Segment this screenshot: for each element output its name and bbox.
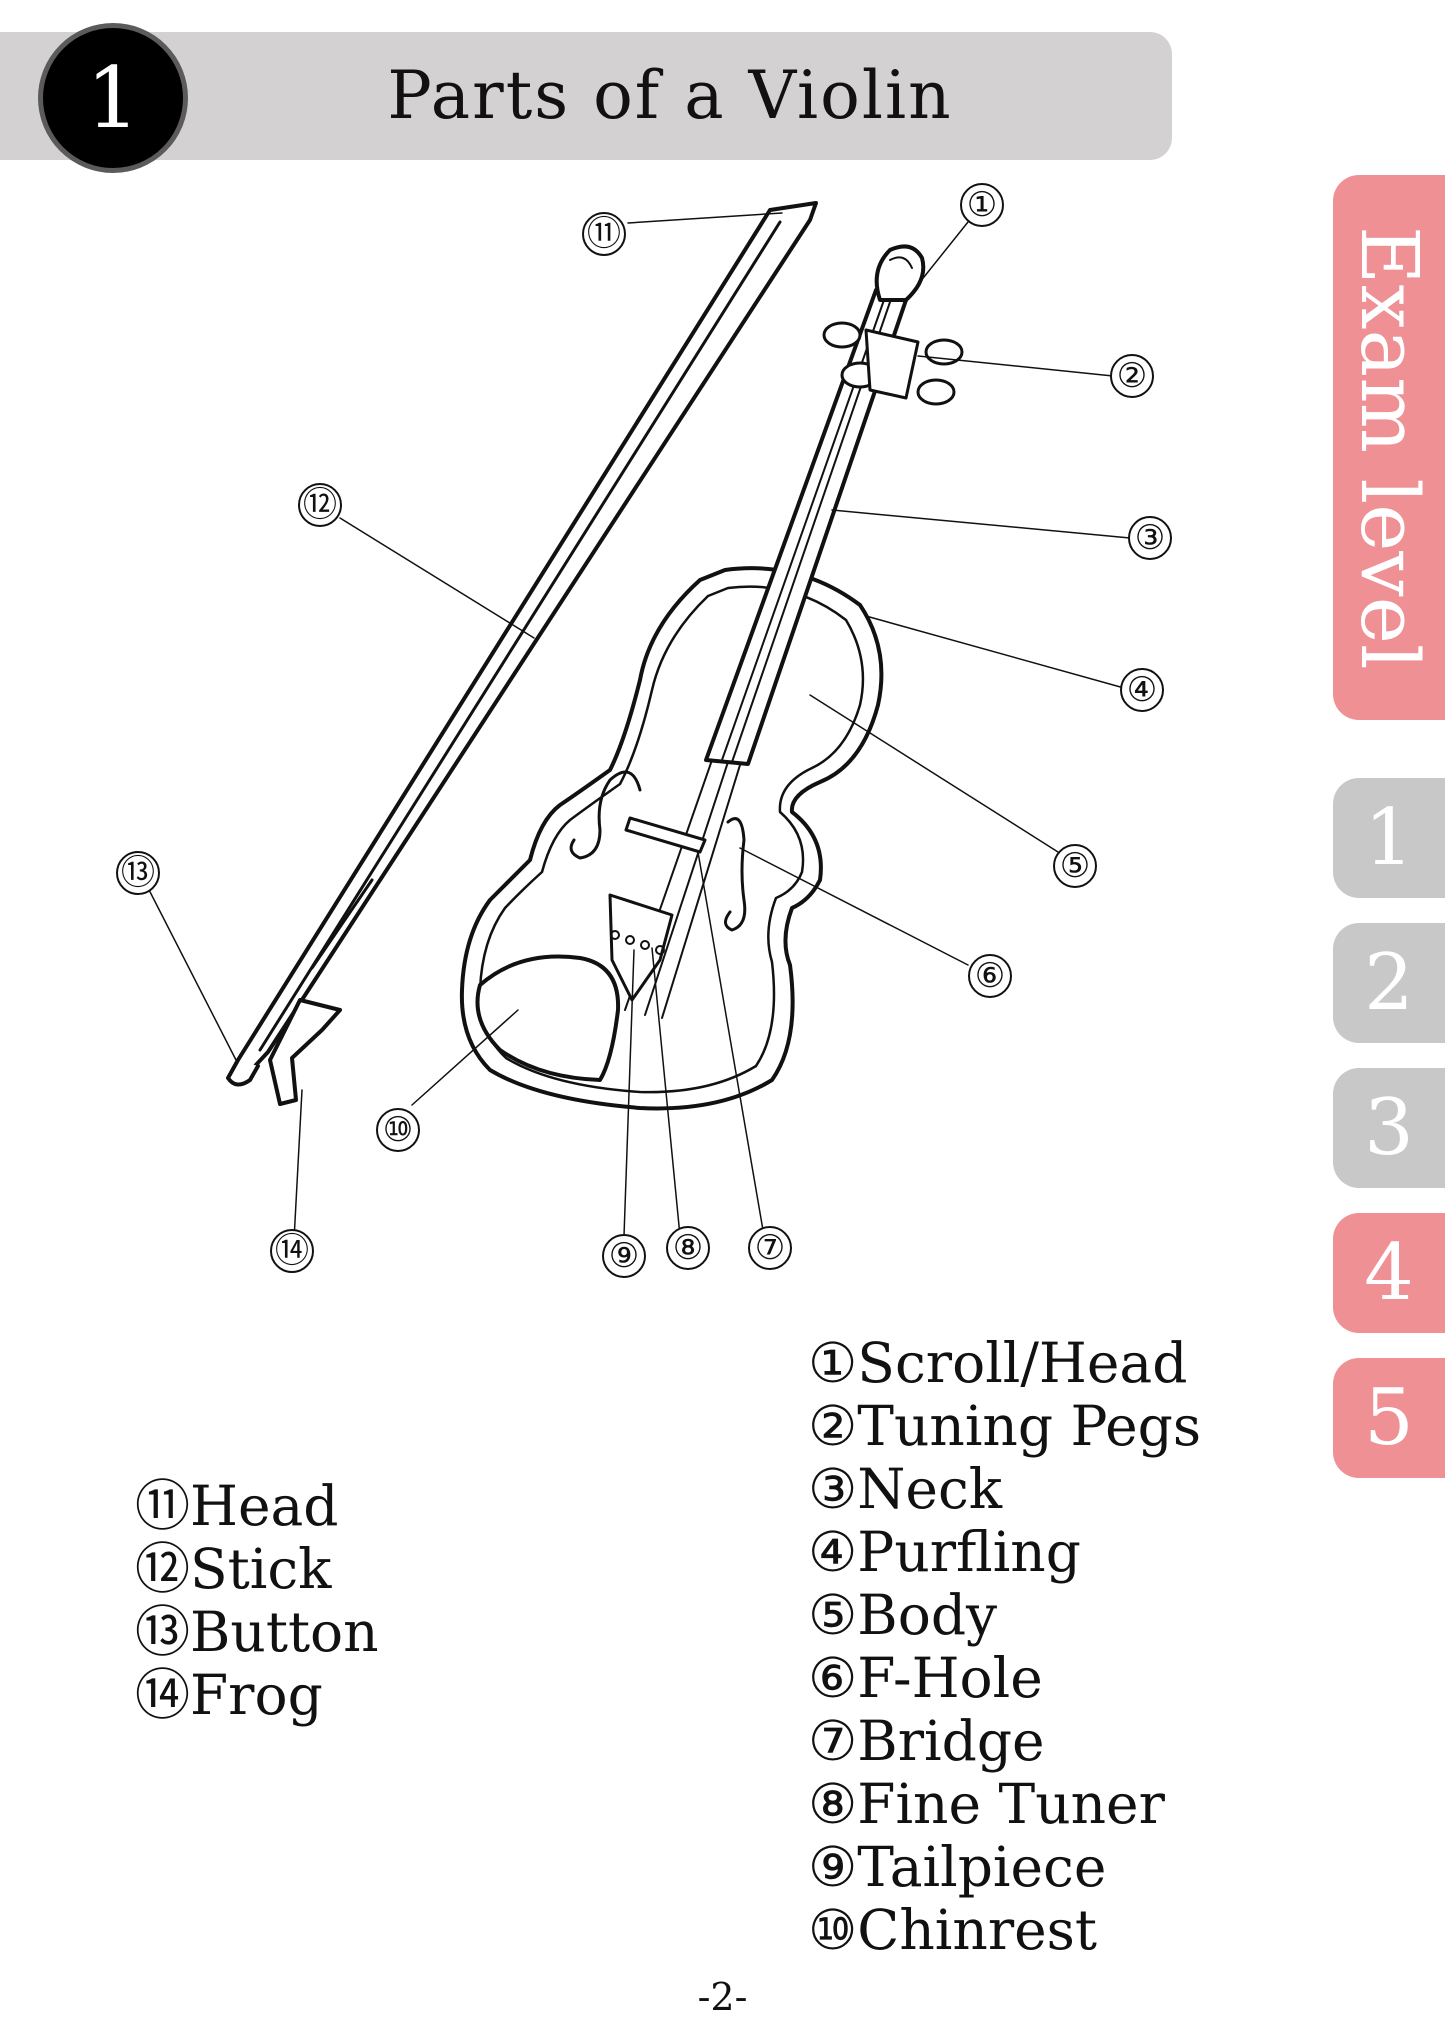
tab-level-3[interactable]: 3 — [1333, 1068, 1445, 1188]
callout-ring-1 — [960, 183, 1004, 227]
callout-10: ⑩ — [383, 1110, 413, 1150]
callout-9: ⑨ — [609, 1236, 639, 1276]
callout-8: ⑧ — [673, 1228, 703, 1268]
tab-level-4[interactable]: 4 — [1333, 1213, 1445, 1333]
page-title: Parts of a Violin — [387, 57, 953, 134]
list-item: ⑬Button — [135, 1600, 379, 1664]
callout-ring-13 — [116, 851, 160, 895]
bow-parts-list: ⑪Head ⑫Stick ⑬Button ⑭Frog — [135, 1475, 379, 1727]
tab-level-1[interactable]: 1 — [1333, 778, 1445, 898]
list-item: ⑧Fine Tuner — [808, 1772, 1165, 1836]
callout-3: ③ — [1135, 518, 1165, 558]
list-item: ⑫Stick — [135, 1537, 332, 1601]
callout-ring-2 — [1110, 354, 1154, 398]
violin-illustration — [459, 244, 964, 1111]
list-item: ⑩Chinrest — [808, 1898, 1097, 1962]
callout-ring-5 — [1053, 844, 1097, 888]
callout-12: ⑫ — [303, 485, 337, 525]
tab-level-5[interactable]: 5 — [1333, 1358, 1445, 1478]
tab-exam-level-label: Exam level — [1343, 225, 1436, 670]
violin-parts-list: ①Scroll/Head ②Tuning Pegs ③Neck ④Purflin… — [808, 1332, 1201, 1962]
callout-1: ① — [967, 185, 997, 225]
chapter-badge — [38, 23, 188, 173]
callout-ring-14 — [270, 1229, 314, 1273]
list-item: ⑭Frog — [135, 1663, 323, 1727]
callout-7: ⑦ — [755, 1228, 785, 1268]
list-item: ⑪Head — [135, 1474, 339, 1538]
tab-level-2[interactable]: 2 — [1333, 923, 1445, 1043]
title-bar — [0, 32, 1172, 160]
callout-ring-12 — [298, 483, 342, 527]
callout-ring-9 — [602, 1234, 646, 1278]
list-item: ⑤Body — [808, 1583, 998, 1647]
list-item: ④Purfling — [808, 1520, 1081, 1584]
list-item: ⑦Bridge — [808, 1709, 1045, 1773]
list-item: ⑨Tailpiece — [808, 1835, 1107, 1899]
callout-ring-11 — [582, 212, 626, 256]
callout-6: ⑥ — [975, 956, 1005, 996]
chapter-number: 1 — [86, 49, 140, 147]
list-item: ①Scroll/Head — [808, 1331, 1188, 1395]
page-number: -2- — [697, 1975, 748, 2019]
callout-4: ④ — [1127, 670, 1157, 710]
callout-ring-3 — [1128, 516, 1172, 560]
callout-ring-7 — [748, 1226, 792, 1270]
violin-diagram: ① ② ③ ④ ⑤ ⑥ ⑦ ⑧ ⑨ ⑩ ⑪ ⑫ ⑬ ⑭ — [116, 183, 1172, 1278]
callout-5: ⑤ — [1060, 846, 1090, 886]
callout-ring-8 — [666, 1226, 710, 1270]
callout-2: ② — [1117, 356, 1147, 396]
callout-ring-6 — [968, 954, 1012, 998]
list-item: ③Neck — [808, 1457, 1003, 1521]
list-item: ②Tuning Pegs — [808, 1394, 1202, 1458]
callout-13: ⑬ — [121, 853, 155, 893]
list-item: ⑥F-Hole — [808, 1646, 1043, 1710]
bow-illustration — [226, 201, 818, 1106]
tab-exam-level[interactable]: Exam level — [1333, 175, 1445, 720]
callout-11: ⑪ — [587, 214, 621, 254]
callout-ring-10 — [376, 1108, 420, 1152]
callout-ring-4 — [1120, 668, 1164, 712]
callout-14: ⑭ — [275, 1231, 309, 1271]
